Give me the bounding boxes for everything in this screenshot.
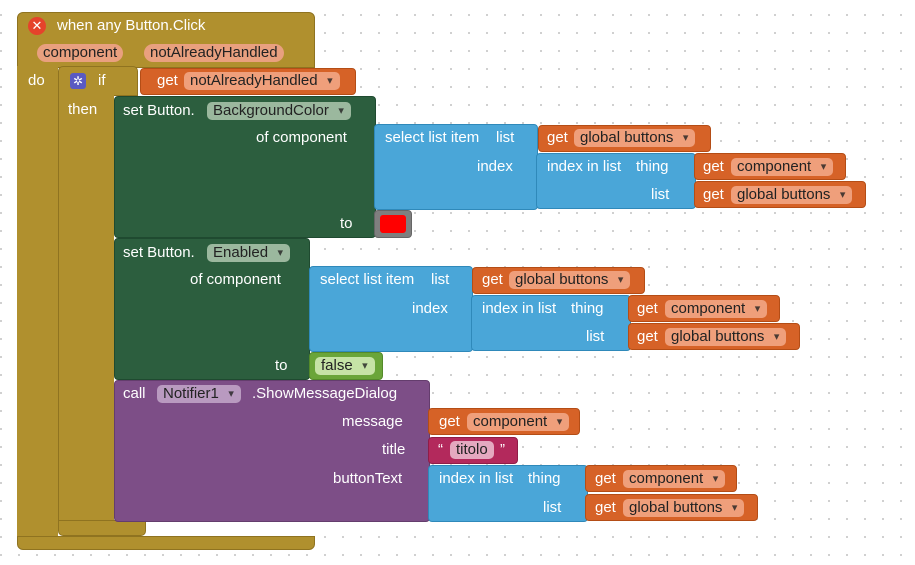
gear-icon[interactable]: ✲ <box>70 73 86 89</box>
get-label: get <box>703 186 724 203</box>
of-component-label: of component <box>256 129 347 146</box>
method-label: .ShowMessageDialog <box>252 385 398 402</box>
index-in-list-label: index in list <box>482 300 557 317</box>
get-label: get <box>595 470 616 487</box>
get-label: get <box>157 72 178 89</box>
index-in-list-block[interactable] <box>536 153 696 209</box>
list-label: list <box>496 129 515 146</box>
var-dropdown[interactable]: global buttons <box>509 271 631 289</box>
var-dropdown[interactable]: global buttons <box>665 328 787 346</box>
var-dropdown[interactable]: component <box>665 300 768 318</box>
select-list-item-label: select list item <box>320 271 415 288</box>
error-icon[interactable]: ✕ <box>28 17 46 35</box>
set-label: set Button. <box>123 244 195 261</box>
var-dropdown[interactable]: global buttons <box>574 129 696 147</box>
get-label: get <box>595 499 616 516</box>
call-label: call <box>123 385 146 402</box>
var-dropdown[interactable]: component <box>623 470 726 488</box>
select-list-item-block[interactable] <box>374 124 538 210</box>
boolean-dropdown[interactable]: false <box>315 357 375 375</box>
property-dropdown[interactable]: BackgroundColor <box>207 102 351 120</box>
index-in-list-label: index in list <box>439 470 514 487</box>
get-label: get <box>439 413 460 430</box>
var-dropdown[interactable]: notAlreadyHandled <box>184 72 340 90</box>
to-label: to <box>275 357 288 374</box>
get-label: get <box>637 300 658 317</box>
title-label: title <box>382 441 406 458</box>
then-label: then <box>68 101 98 118</box>
close-quote: ” <box>500 441 505 458</box>
index-in-list-block[interactable] <box>428 465 588 522</box>
thing-label: thing <box>571 300 604 317</box>
event-block-bottom[interactable] <box>17 536 315 550</box>
select-list-item-block[interactable] <box>309 266 473 352</box>
set-label: set Button. <box>123 102 195 119</box>
thing-label: thing <box>528 470 561 487</box>
open-quote: “ <box>438 441 443 458</box>
color-swatch[interactable] <box>380 215 406 233</box>
if-block-bottom[interactable] <box>58 520 146 536</box>
index-label: index <box>412 300 448 317</box>
component-dropdown[interactable]: Notifier1 <box>157 385 241 403</box>
var-dropdown[interactable]: component <box>467 413 570 431</box>
property-dropdown[interactable]: Enabled <box>207 244 291 262</box>
do-label: do <box>28 72 45 89</box>
button-text-label: buttonText <box>333 470 403 487</box>
list-label: list <box>431 271 450 288</box>
if-label: if <box>98 72 106 89</box>
to-label: to <box>340 215 353 232</box>
thing-label: thing <box>636 158 669 175</box>
if-block-left[interactable] <box>58 94 114 522</box>
var-dropdown[interactable]: global buttons <box>623 499 745 517</box>
param-component[interactable]: component <box>37 44 124 62</box>
get-label: get <box>703 158 724 175</box>
index-in-list-block[interactable] <box>471 295 631 351</box>
message-label: message <box>342 413 403 430</box>
call-notifier-block[interactable] <box>114 380 430 522</box>
select-list-item-label: select list item <box>385 129 480 146</box>
event-block-left[interactable] <box>17 66 58 542</box>
of-component-label: of component <box>190 271 281 288</box>
var-dropdown[interactable]: component <box>731 158 834 176</box>
event-title: when any Button.Click <box>57 17 206 34</box>
var-dropdown[interactable]: global buttons <box>731 186 853 204</box>
index-in-list-label: index in list <box>547 158 622 175</box>
get-label: get <box>637 328 658 345</box>
index-label: index <box>477 158 513 175</box>
list-label: list <box>543 499 562 516</box>
get-label: get <box>482 271 503 288</box>
get-label: get <box>547 129 568 146</box>
param-not-already-handled[interactable]: notAlreadyHandled <box>144 44 284 62</box>
list-label: list <box>586 328 605 345</box>
text-field[interactable]: titolo <box>450 441 494 459</box>
list-label: list <box>651 186 670 203</box>
